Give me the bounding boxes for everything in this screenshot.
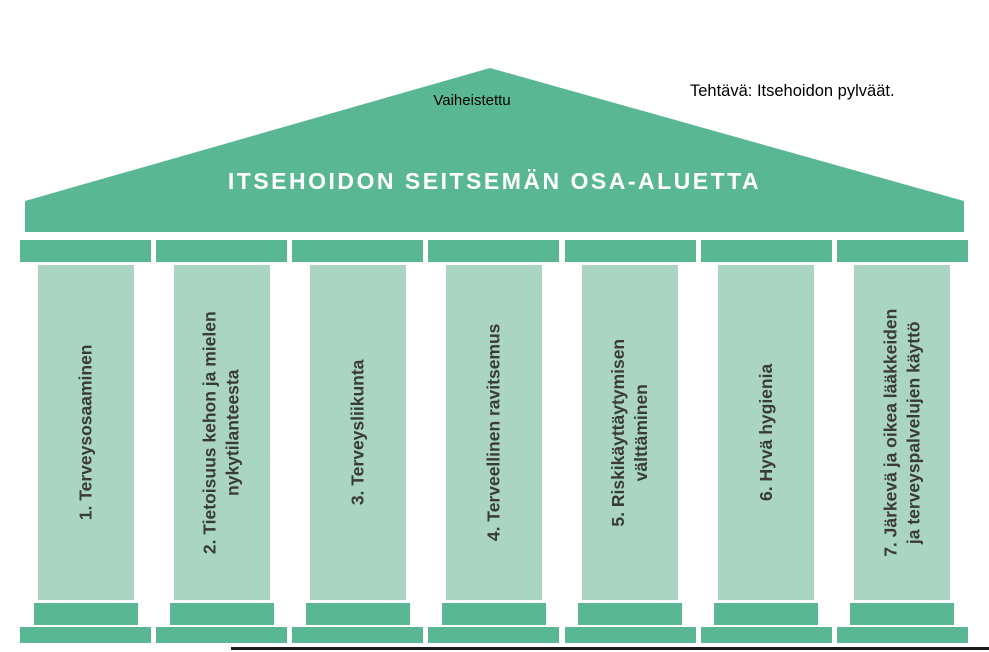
pillar-shaft: 6. Hyvä hygienia (718, 265, 815, 600)
pillar-4: 4. Terveellinen ravitsemus (428, 240, 560, 643)
pediment-polygon (25, 68, 964, 232)
pillar-label: 6. Hyvä hygienia (755, 363, 776, 502)
task-label: Tehtävä: Itsehoidon pylväät. (690, 82, 895, 100)
pillar-base-upper (578, 603, 683, 625)
pillar-base-upper (33, 603, 138, 625)
pillar-shaft: 5. Riskikäyttäytymisen välttäminen (582, 265, 679, 600)
pillar-capital (156, 240, 288, 262)
pillar-shaft: 7. Järkevä ja oikea lääkkeiden ja tervey… (854, 265, 951, 600)
pillar-capital (700, 240, 832, 262)
pillar-5: 5. Riskikäyttäytymisen välttäminen (564, 240, 696, 643)
pillar-label: 4. Terveellinen ravitsemus (483, 323, 504, 542)
pillar-base-lower (564, 627, 696, 643)
pillar-label: 3. Terveysliikunta (347, 359, 368, 506)
pillar-capital (292, 240, 424, 262)
pillar-base-upper (850, 603, 955, 625)
pillar-capital (428, 240, 560, 262)
pillar-6: 6. Hyvä hygienia (700, 240, 832, 643)
pillar-shaft: 4. Terveellinen ravitsemus (445, 265, 542, 600)
pillar-base-upper (305, 603, 410, 625)
pillar-capital (836, 240, 968, 262)
pillar-base-upper (169, 603, 274, 625)
pillar-shaft: 2. Tietoisuus kehon ja mielen nykytilant… (173, 265, 270, 600)
pillar-shaft: 3. Terveysliikunta (309, 265, 406, 600)
pediment-title: ITSEHOIDON SEITSEMÄN OSA-ALUETTA (227, 168, 762, 194)
pillar-label: 5. Riskikäyttäytymisen välttäminen (608, 338, 652, 527)
pillar-base-upper (441, 603, 546, 625)
pillar-base-lower (20, 627, 151, 643)
pillar-shaft: 1. Terveysosaaminen (37, 265, 134, 600)
pillar-7: 7. Järkevä ja oikea lääkkeiden ja tervey… (836, 240, 968, 643)
pillar-base-lower (700, 627, 832, 643)
pediment-roof-shape (25, 68, 964, 232)
pillar-capital (20, 240, 151, 262)
pillar-3: 3. Terveysliikunta (292, 240, 424, 643)
pillar-label: 2. Tietoisuus kehon ja mielen nykytilant… (199, 311, 243, 554)
pillar-base-lower (428, 627, 560, 643)
pillar-base-lower (836, 627, 968, 643)
bottom-border-line (231, 647, 989, 650)
pillar-label: 7. Järkevä ja oikea lääkkeiden ja tervey… (880, 308, 924, 557)
pillar-label: 1. Terveysosaaminen (75, 344, 96, 521)
pillar-2: 2. Tietoisuus kehon ja mielen nykytilant… (156, 240, 288, 643)
pillar-base-lower (292, 627, 424, 643)
phase-label: Vaiheistettu (433, 92, 511, 109)
pillar-base-upper (714, 603, 819, 625)
pillars-row: 1. Terveysosaaminen 2. Tietoisuus kehon … (20, 240, 968, 643)
pillar-capital (564, 240, 696, 262)
pillar-1: 1. Terveysosaaminen (20, 240, 151, 643)
pillar-base-lower (156, 627, 288, 643)
